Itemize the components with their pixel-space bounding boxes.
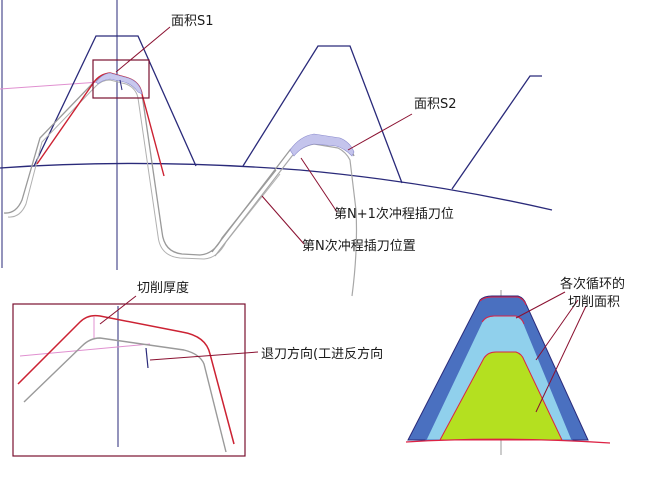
pitch-arc <box>0 162 553 211</box>
label-stroke-n: 第N次冲程插刀位置 <box>302 238 416 254</box>
label-stroke-n1: 第N+1次冲程插刀位 <box>334 206 454 222</box>
cutter-tooth-2 <box>242 45 403 184</box>
leader-s2 <box>347 113 413 151</box>
cutter-tooth-1 <box>33 35 197 167</box>
gear-profile-gray-2 <box>7 79 281 260</box>
main-figure: 面积S1 面积S2 第N+1次冲程插刀位 第N次冲程插刀位置 <box>0 0 553 297</box>
zoom-box-s1 <box>92 59 150 99</box>
leader-n1 <box>300 157 338 213</box>
zoom-box-tick <box>119 79 123 91</box>
label-cut-thickness: 切削厚度 <box>137 280 189 296</box>
label-retract-direction: 退刀方向(工进反方向 <box>261 346 383 362</box>
inset-pink-line <box>19 343 151 357</box>
label-cycle-area-line1: 各次循环的 <box>560 276 625 292</box>
top-layer-outline <box>479 296 527 306</box>
inset-red-profile <box>17 314 235 445</box>
leader-core <box>535 305 587 413</box>
leader-outer-band <box>515 291 566 319</box>
label-cycle-area-line2: 切削面积 <box>568 295 620 310</box>
zoom-inset: 切削厚度 退刀方向(工进反方向 <box>12 280 383 457</box>
leader-thickness <box>99 295 137 325</box>
cutter-tooth-3 <box>451 75 542 190</box>
current-cut-profile-red <box>36 72 165 177</box>
stroke-n-profile-gray <box>211 137 355 253</box>
leader-middle-band <box>535 299 579 361</box>
layered-tooth-figure: 各次循环的 切削面积 <box>405 276 625 455</box>
tooth-base-line <box>405 438 611 444</box>
inset-gray-profile <box>23 337 227 453</box>
area-s1-shading <box>95 72 143 95</box>
leader-n <box>261 195 305 245</box>
inset-frame <box>12 303 246 457</box>
leader-s1 <box>115 26 171 73</box>
label-area-s2: 面积S2 <box>414 97 457 112</box>
pink-reference-line <box>0 81 101 90</box>
leader-retract <box>149 351 259 361</box>
middle-layer-outline <box>481 315 525 325</box>
label-area-s1: 面积S1 <box>171 14 214 29</box>
retract-marker <box>145 347 149 369</box>
area-s2-shading <box>289 133 355 157</box>
core-cut-area <box>439 351 563 441</box>
